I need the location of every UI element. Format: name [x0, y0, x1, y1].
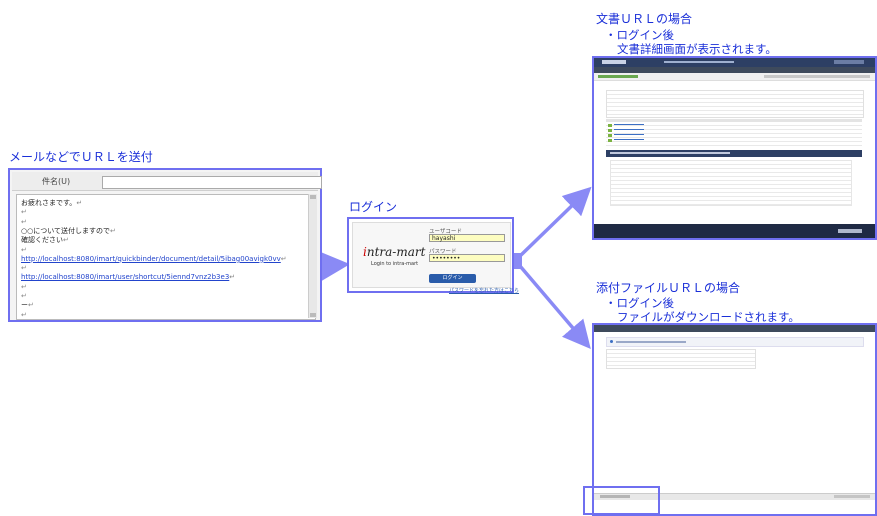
mail-line-text: ○○について送付しますので [21, 226, 111, 235]
user-code-input[interactable]: hayashi [429, 234, 505, 242]
attachment-download-screenshot [592, 323, 877, 516]
return-mark-icon: ↵ [63, 236, 69, 245]
mail-line: ↵ [21, 218, 27, 227]
show-all-downloads[interactable] [834, 495, 870, 498]
mail-header: 件名(U) [12, 172, 322, 191]
mail-line: ↵ [21, 283, 27, 292]
mail-line: お疲れさまです。↵ [21, 199, 82, 208]
return-mark-icon: ↵ [110, 226, 116, 235]
mail-line: ↵ [21, 246, 27, 255]
mail-link-text[interactable]: http://localhost:8080/imart/user/shortcu… [21, 273, 230, 282]
label-attach-case: 添付ファイルＵＲＬの場合 [596, 281, 741, 295]
return-mark-icon: ↵ [21, 292, 27, 300]
mail-line: ↵ [21, 292, 27, 301]
login-form: intra-mart Login to intra-mart ユーザコード ha… [352, 222, 511, 288]
user-menu[interactable] [834, 60, 864, 64]
mail-line: ○○について送付しますので↵ [21, 227, 116, 236]
mail-scrollbar[interactable] [308, 194, 317, 318]
label-send-url: メールなどでＵＲＬを送付 [9, 150, 153, 164]
download-message [606, 337, 864, 347]
return-mark-icon: ↵ [229, 273, 236, 282]
label-doc-line1: ・ログイン後 [605, 28, 674, 42]
download-highlight [583, 486, 660, 515]
download-title-bar [594, 325, 875, 332]
label-doc-case: 文書ＵＲＬの場合 [596, 12, 693, 26]
forgot-password-link[interactable]: パスワードを忘れた方はこちら [449, 288, 520, 294]
mail-line: 確認ください↵ [21, 236, 69, 245]
menu-bar[interactable] [664, 61, 734, 63]
scroll-up-icon[interactable] [310, 195, 316, 199]
label-login: ログイン [349, 200, 398, 214]
arrow-login-to-branches [512, 186, 592, 349]
logo-subtitle: Login to intra-mart [371, 261, 419, 267]
page-title-bar [594, 67, 875, 73]
file-info-table [606, 349, 756, 369]
label-doc-line2: 文書詳細画面が表示されます。 [617, 42, 777, 56]
download-link[interactable] [616, 341, 686, 343]
return-mark-icon: ↵ [21, 217, 27, 226]
mail-line-text: お疲れさまです。 [21, 199, 77, 207]
return-mark-icon: ↵ [21, 264, 27, 273]
mail-line-text: 確認ください [21, 236, 63, 245]
toolbar-left-buttons[interactable] [598, 75, 638, 78]
login-panel: intra-mart Login to intra-mart ユーザコード ha… [347, 217, 519, 294]
detail-tabs[interactable] [606, 150, 862, 157]
mail-body[interactable]: お疲れさまです。↵↵↵○○について送付しますので↵確認ください↵↵http://… [16, 194, 316, 320]
mail-link[interactable]: http://localhost:8080/imart/user/shortcu… [21, 273, 235, 282]
mail-link-text[interactable]: http://localhost:8080/imart/quickbinder/… [21, 254, 281, 263]
brand-logo-icon [602, 60, 626, 64]
subject-label: 件名(U) [42, 177, 71, 186]
toolbar-right-buttons[interactable] [764, 75, 870, 78]
mail-window: 件名(U) お疲れさまです。↵↵↵○○について送付しますので↵確認ください↵↵h… [8, 168, 322, 322]
mail-line: ↵ [21, 208, 27, 217]
mail-line: ー↵ [21, 301, 34, 310]
download-bar [594, 493, 875, 500]
mail-line: ↵ [21, 311, 27, 320]
file-links[interactable] [614, 124, 644, 144]
detail-tab-panel [610, 160, 852, 206]
app-header-bar [594, 58, 875, 67]
scroll-down-icon[interactable] [310, 313, 316, 317]
password-label: パスワード [429, 249, 457, 255]
label-attach-line2: ファイルがダウンロードされます。 [617, 310, 800, 324]
tab-labels[interactable] [610, 152, 730, 154]
return-mark-icon: ↵ [28, 301, 34, 310]
file-table [606, 122, 862, 146]
document-detail-screenshot [592, 56, 877, 240]
return-mark-icon: ↵ [76, 199, 83, 207]
mail-link[interactable]: http://localhost:8080/imart/quickbinder/… [21, 255, 287, 264]
intra-mart-logo: intra-mart [363, 245, 426, 259]
return-mark-icon: ↵ [280, 254, 287, 263]
return-mark-icon: ↵ [21, 310, 27, 319]
file-table-header [606, 119, 862, 122]
user-code-label: ユーザコード [429, 229, 462, 235]
login-button[interactable]: ログイン [429, 274, 476, 283]
return-mark-icon: ↵ [21, 208, 27, 217]
info-icon [610, 340, 613, 343]
toolbar [594, 73, 875, 81]
password-input[interactable]: •••••••• [429, 254, 505, 262]
file-icons [608, 124, 612, 144]
app-footer [594, 224, 875, 238]
footer-logo-icon [838, 229, 862, 233]
return-mark-icon: ↵ [21, 245, 27, 254]
subject-input[interactable] [102, 176, 322, 189]
document-properties-table [606, 90, 864, 118]
mail-line: ↵ [21, 264, 27, 273]
downloaded-file-item[interactable] [600, 495, 630, 498]
return-mark-icon: ↵ [21, 282, 27, 291]
mail-line-text: ー [21, 301, 28, 310]
label-attach-line1: ・ログイン後 [605, 296, 674, 310]
